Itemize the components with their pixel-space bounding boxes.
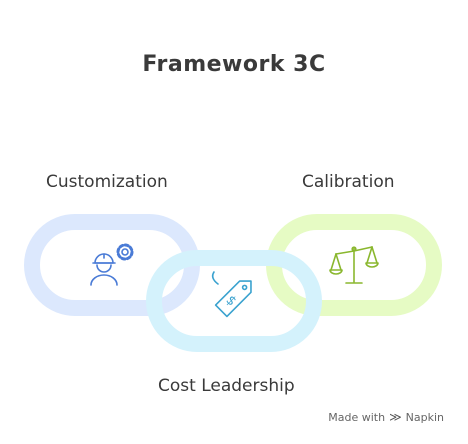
watermark-prefix: Made with <box>328 410 386 424</box>
napkin-logo-icon: ≫ <box>389 410 402 424</box>
balance-scale-icon <box>329 246 379 284</box>
cost-leadership-label: Cost Leadership <box>158 376 295 396</box>
napkin-watermark[interactable]: Made with ≫ Napkin <box>328 410 444 424</box>
calibration-label: Calibration <box>302 172 395 192</box>
price-tag-icon: $ <box>211 271 252 318</box>
customization-label: Customization <box>46 172 168 192</box>
diagram-title: Framework 3C <box>142 52 326 77</box>
worker-gear-icon <box>90 243 134 286</box>
watermark-brand: Napkin <box>405 410 444 424</box>
cost-leadership-link <box>146 250 322 352</box>
